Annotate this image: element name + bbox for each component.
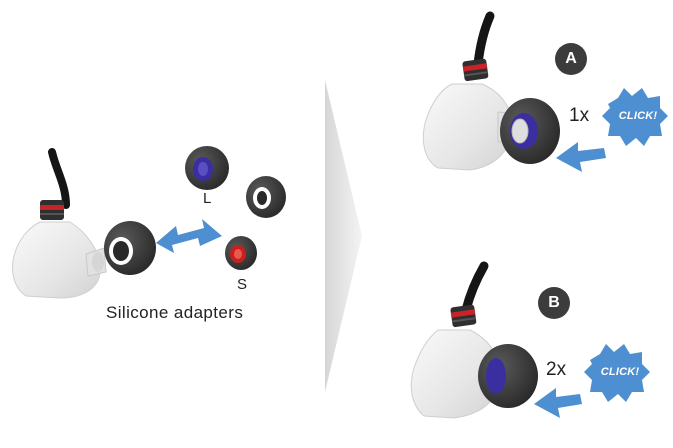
click-burst-b xyxy=(584,344,650,402)
click-label-b: CLICK! xyxy=(600,366,640,378)
push-arrow-b xyxy=(534,388,582,418)
step-badge-a: A xyxy=(555,43,587,75)
click-count-b: 2x xyxy=(546,359,567,380)
click-label-a: CLICK! xyxy=(618,110,658,122)
step-badge-b: B xyxy=(538,287,570,319)
click-burst-a xyxy=(602,88,668,146)
adapter-large xyxy=(185,146,229,190)
adapter-medium xyxy=(246,176,286,218)
ear-tip-attached xyxy=(104,221,156,275)
push-arrow-a xyxy=(556,142,606,172)
adapter-small xyxy=(225,236,257,270)
size-label-small: S xyxy=(237,276,248,293)
caption-silicone-adapters: Silicone adapters xyxy=(106,303,244,322)
divider-chevron xyxy=(325,80,362,392)
double-arrow xyxy=(156,219,222,253)
ear-tip-step-b xyxy=(478,344,538,408)
earphone-left xyxy=(12,148,107,299)
ear-tip-step-a xyxy=(500,98,560,164)
size-label-large: L xyxy=(203,190,212,207)
click-count-a: 1x xyxy=(569,105,590,126)
